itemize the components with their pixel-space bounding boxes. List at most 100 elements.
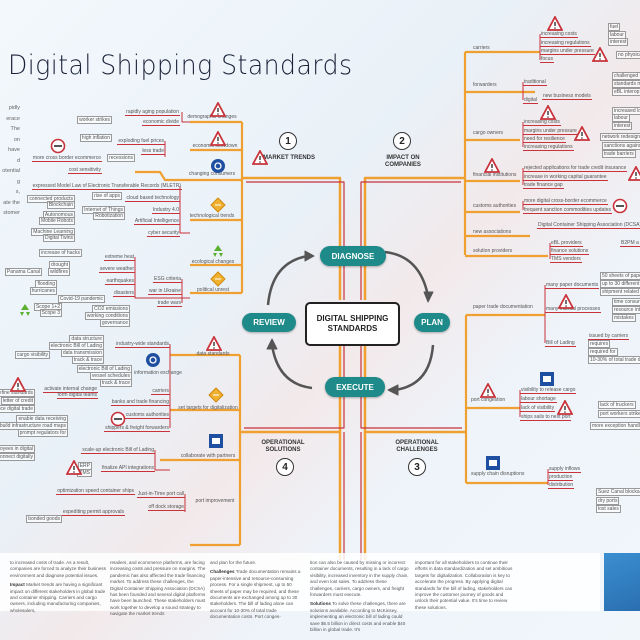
branch-category-label: demographic changes — [187, 114, 237, 120]
warning-triangle-icon — [539, 104, 557, 121]
branch-leaf-label: TMS vendors — [550, 256, 582, 263]
blue-square-icon — [208, 433, 224, 449]
branch-category-label: port improvement — [195, 498, 235, 504]
warning-triangle-icon — [557, 293, 575, 310]
technology-diamond-icon — [208, 387, 224, 403]
branch-leaf-label: challenged b — [612, 72, 640, 80]
intro-text-line: The — [10, 126, 20, 132]
branch-category-label: forwarders — [473, 82, 497, 88]
branch-leaf-label: B2PM a — [620, 240, 640, 247]
branch-leaf-label: off dock storage — [147, 504, 185, 511]
branch-leaf-label: frequent sanction commodities updates — [523, 207, 612, 214]
branch-leaf-label: distribution — [548, 482, 575, 489]
branch-leaf-label: Industry 4.0 — [151, 207, 180, 214]
article-column-4: tion can also be caused by missing or in… — [310, 560, 410, 636]
branch-leaf-label: optimization speed container ships — [56, 488, 135, 495]
branch-leaf-label: governance — [99, 319, 130, 327]
branch-leaf-label: reduce digital trade — [0, 405, 35, 413]
branch-leaf-label: Robotization — [93, 212, 125, 220]
warning-triangle-icon — [209, 101, 227, 118]
no-entry-circle-icon — [50, 138, 66, 154]
article-heading: Solutions — [310, 601, 331, 607]
branch-leaf-label: increase of hacks — [39, 249, 82, 257]
illustration-image — [604, 553, 640, 611]
no-entry-circle-icon — [612, 198, 628, 214]
branch-leaf-label: connect digitally — [0, 453, 35, 461]
technology-diamond-icon — [210, 197, 226, 213]
branch-leaf-label: supply inflows — [548, 466, 582, 473]
branch-leaf-label: Scope 3 — [39, 309, 62, 317]
blue-square-icon — [485, 455, 501, 471]
section-4-title: OPERATIONAL SOLUTIONS — [261, 440, 305, 453]
warning-triangle-icon — [209, 130, 227, 147]
branch-leaf-label: margins under pressure — [523, 128, 578, 135]
branch-category-label: supply chain disruptions — [471, 471, 525, 477]
branch-leaf-label: severe weather — [98, 266, 135, 273]
people-circle-icon — [145, 352, 161, 368]
branch-leaf-label: Blockchain — [46, 201, 75, 209]
branch-leaf-label: rejected applications for trade credit i… — [523, 165, 628, 172]
branch-leaf-label: interest — [608, 38, 629, 46]
branch-leaf-label: Mobile Robots — [39, 217, 75, 225]
plan-step: PLAN — [414, 313, 450, 332]
branch-leaf-label: labour shortage — [520, 396, 557, 403]
branch-leaf-label: Digital Twins — [43, 234, 75, 242]
intro-text-line: ate the — [3, 199, 20, 206]
branch-leaf-label: Bill of Lading — [545, 340, 576, 347]
branch-leaf-label: trade finance gap — [523, 182, 564, 189]
intro-text-line: stomer — [3, 210, 20, 216]
branch-leaf-label: rapidly aging population — [125, 109, 180, 116]
branch-leaf-label: time consumin — [612, 298, 640, 306]
branch-leaf-label: up to 30 different — [600, 280, 640, 288]
branch-leaf-label: sanctions against — [602, 142, 640, 150]
article-paragraph: To solve these challenges, there are sol… — [310, 601, 406, 633]
warning-triangle-icon — [556, 399, 574, 416]
branch-category-label: economic slowdown — [192, 143, 238, 149]
article-paragraph: to increased costs of trade. As a result… — [10, 560, 107, 578]
branch-leaf-label: many paper documents — [545, 282, 600, 289]
branch-category-label: customs authorities — [473, 203, 517, 209]
branch-leaf-label: hurricanes — [29, 287, 57, 295]
branch-leaf-label: bonded goods — [26, 515, 62, 523]
branch-leaf-label: Panama Canal — [4, 268, 42, 276]
branch-category-label: carriers — [473, 45, 490, 51]
branch-leaf-label: industry-wide standards — [115, 341, 170, 348]
branch-leaf-label: more cross border ecommerce — [31, 155, 102, 162]
branch-leaf-label: shippers & freight forwarders — [104, 425, 170, 432]
branch-leaf-label: digital — [523, 97, 539, 104]
warning-triangle-icon — [205, 335, 223, 352]
branch-leaf-label: mistakes — [612, 314, 636, 322]
section-1-title: MARKET TRENDS — [263, 155, 315, 161]
branch-category-label: information exchange — [134, 370, 182, 376]
branch-leaf-label: prompt regulators for — [17, 429, 68, 437]
branch-leaf-label: many manual processes — [545, 306, 602, 313]
article-column-5: important for all stakeholders to contin… — [415, 560, 515, 614]
branch-leaf-label: high inflation — [79, 134, 112, 142]
branch-leaf-label: dry ports — [596, 497, 620, 505]
branch-leaf-label: focus — [540, 56, 554, 63]
section-4-number: 4 — [276, 458, 294, 476]
branch-leaf-label: production — [548, 474, 574, 481]
branch-leaf-label: employees in digital — [0, 445, 35, 453]
article-paragraph: Market trends are having a significant i… — [10, 582, 106, 613]
branch-category-label: set targets for digitalization — [178, 405, 238, 411]
branch-leaf-label: track & trace — [71, 356, 104, 364]
branch-leaf-label: letter of credit — [0, 397, 35, 405]
branch-leaf-label: customs authorities — [124, 412, 170, 419]
branch-leaf-label: traditional — [523, 79, 547, 86]
branch-leaf-label: margins under pressure — [540, 48, 595, 55]
branch-leaf-label: war in Ukraine — [148, 288, 182, 295]
warning-triangle-icon — [573, 125, 591, 142]
branch-leaf-label: Covid-19 pandemic — [57, 295, 105, 303]
blue-square-icon — [539, 371, 555, 387]
branch-leaf-label: cost sensitivity — [67, 167, 102, 174]
intro-text-line: d — [16, 157, 20, 164]
branch-leaf-label: exploding fuel prices — [117, 138, 165, 145]
warning-triangle-icon — [479, 382, 497, 399]
branch-leaf-label: recessions — [107, 154, 135, 162]
execute-step: EXECUTE — [325, 377, 385, 397]
branch-leaf-label: lack of truckers — [598, 401, 636, 409]
branch-leaf-label: ESG criteria — [153, 276, 182, 283]
branch-leaf-label: lack of visibility — [520, 405, 556, 412]
